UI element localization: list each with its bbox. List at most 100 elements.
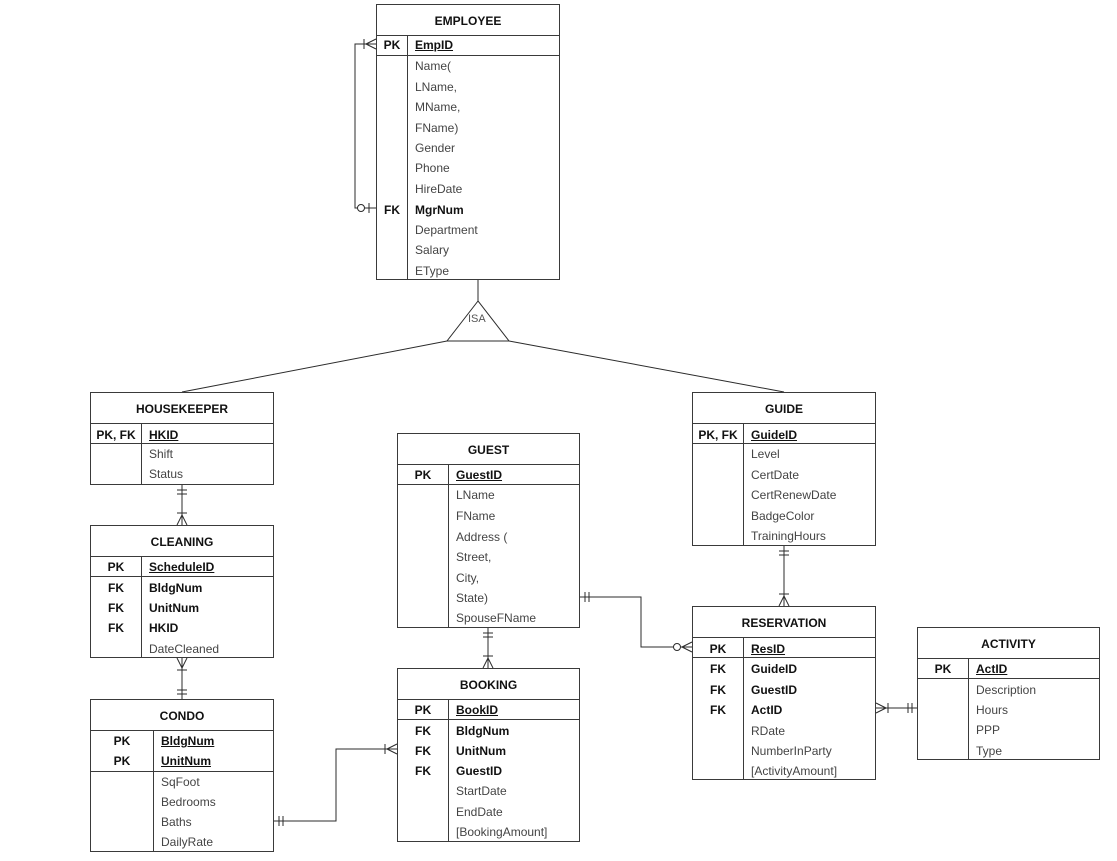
attr-fname: FName) bbox=[415, 121, 459, 135]
entity-title: HOUSEKEEPER bbox=[135, 402, 229, 416]
entity-booking: BOOKING PK BookID FK BldgNum FK UnitNum … bbox=[397, 668, 580, 842]
key-column-divider bbox=[141, 423, 142, 484]
attr-description: Description bbox=[976, 683, 1037, 697]
attr-bldgnum: BldgNum bbox=[456, 724, 510, 738]
key-divider bbox=[918, 678, 1099, 679]
key-divider bbox=[91, 771, 273, 772]
key-label: PK bbox=[113, 734, 131, 748]
attr-ppp: PPP bbox=[976, 723, 1001, 737]
key-label: PK bbox=[934, 662, 952, 676]
attr-status: Status bbox=[149, 467, 184, 481]
title-divider bbox=[693, 423, 875, 424]
attr-lname: LName, bbox=[415, 80, 458, 94]
rel-employee-manager-end bbox=[365, 38, 377, 45]
key-label: PK bbox=[107, 560, 125, 574]
rel-activity-reservation-end bbox=[875, 702, 887, 709]
entity-title: CLEANING bbox=[150, 535, 214, 549]
attr-street: Street, bbox=[456, 550, 492, 564]
attr-lname: LName bbox=[456, 488, 495, 502]
key-label: PK bbox=[113, 754, 131, 768]
attr-gender: Gender bbox=[415, 141, 456, 155]
attr-rdate: RDate bbox=[751, 724, 786, 738]
key-label: PK bbox=[414, 703, 432, 717]
entity-cleaning: CLEANING PK ScheduleID FK BldgNum FK Uni… bbox=[90, 525, 274, 658]
key-column-divider bbox=[743, 423, 744, 545]
key-label: FK bbox=[710, 683, 726, 697]
attr-guestid: GuestID bbox=[456, 764, 503, 778]
attr-fname: FName bbox=[456, 509, 496, 523]
attr-hiredate: HireDate bbox=[415, 182, 463, 196]
attr-state: State) bbox=[456, 591, 489, 605]
isa-line-housekeeper bbox=[181, 340, 448, 393]
entity-title: CONDO bbox=[159, 709, 205, 723]
title-divider bbox=[918, 658, 1099, 659]
rel-guide-reservation-end bbox=[783, 595, 790, 607]
attr-guideid: GuideID bbox=[751, 428, 798, 442]
key-label: PK, FK bbox=[698, 428, 738, 442]
key-column-divider bbox=[153, 730, 154, 851]
attr-level: Level bbox=[751, 447, 780, 461]
attr-bldgnum: BldgNum bbox=[161, 734, 215, 748]
attr-startdate: StartDate bbox=[456, 784, 507, 798]
attr-bldgnum: BldgNum bbox=[149, 581, 203, 595]
rel-condo-booking-end bbox=[386, 743, 398, 750]
entity-guide: GUIDE PK, FK GuideID Level CertDate Cert… bbox=[692, 392, 876, 546]
attr-datecleaned: DateCleaned bbox=[149, 642, 220, 656]
isa-triangle bbox=[445, 300, 511, 342]
key-label: FK bbox=[415, 764, 431, 778]
title-divider bbox=[398, 464, 579, 465]
title-divider bbox=[91, 556, 273, 557]
rel-housekeeper-cleaning-end bbox=[181, 514, 188, 526]
title-divider bbox=[91, 423, 273, 424]
key-column-divider bbox=[407, 35, 408, 279]
key-label: FK bbox=[710, 662, 726, 676]
attr-bedrooms: Bedrooms bbox=[161, 795, 216, 809]
rel-housekeeper-cleaning-end bbox=[176, 514, 183, 526]
key-divider bbox=[398, 719, 579, 720]
title-divider bbox=[693, 637, 875, 638]
attr-guestid: GuestID bbox=[751, 683, 798, 697]
attr-bookingamount: [BookingAmount] bbox=[456, 825, 548, 839]
entity-title: ACTIVITY bbox=[981, 637, 1036, 651]
rel-guide-reservation-end bbox=[778, 595, 785, 607]
key-column-divider bbox=[743, 637, 744, 779]
isa-line-guide bbox=[508, 340, 785, 393]
entity-title: GUEST bbox=[467, 443, 510, 457]
key-label: PK bbox=[709, 642, 727, 656]
key-divider bbox=[693, 657, 875, 658]
attr-sqfoot: SqFoot bbox=[161, 775, 200, 789]
key-column-divider bbox=[141, 556, 142, 657]
title-divider bbox=[91, 730, 273, 731]
attr-name: Name( bbox=[415, 59, 452, 73]
attr-bookid: BookID bbox=[456, 703, 498, 717]
entity-title: EMPLOYEE bbox=[434, 14, 502, 28]
rel-condo-cleaning-end bbox=[181, 657, 188, 669]
key-column-divider bbox=[448, 464, 449, 627]
attr-resid: ResID bbox=[751, 642, 786, 656]
rel-guest-reservation bbox=[580, 596, 692, 648]
key-divider bbox=[91, 443, 273, 444]
entity-title: BOOKING bbox=[459, 678, 518, 692]
attr-unitnum: UnitNum bbox=[149, 601, 199, 615]
key-label: FK bbox=[415, 724, 431, 738]
rel-condo-booking-end bbox=[386, 748, 398, 755]
title-divider bbox=[398, 699, 579, 700]
rel-employee-manager-end bbox=[365, 43, 377, 50]
attr-baths: Baths bbox=[161, 815, 192, 829]
attr-actid: ActID bbox=[751, 703, 783, 717]
key-label: PK, FK bbox=[96, 428, 136, 442]
attr-certdate: CertDate bbox=[751, 468, 800, 482]
key-label: PK bbox=[414, 468, 432, 482]
attr-badgecolor: BadgeColor bbox=[751, 509, 815, 523]
attr-dailyrate: DailyRate bbox=[161, 835, 214, 849]
key-label: FK bbox=[108, 581, 124, 595]
attr-shift: Shift bbox=[149, 447, 174, 461]
attr-salary: Salary bbox=[415, 243, 450, 257]
key-label: PK bbox=[383, 38, 401, 52]
attr-type: Type bbox=[976, 744, 1003, 758]
key-label: FK bbox=[710, 703, 726, 717]
attr-etype: EType bbox=[415, 264, 450, 278]
attr-guestid: GuestID bbox=[456, 468, 503, 482]
rel-guest-booking-end bbox=[487, 657, 494, 669]
